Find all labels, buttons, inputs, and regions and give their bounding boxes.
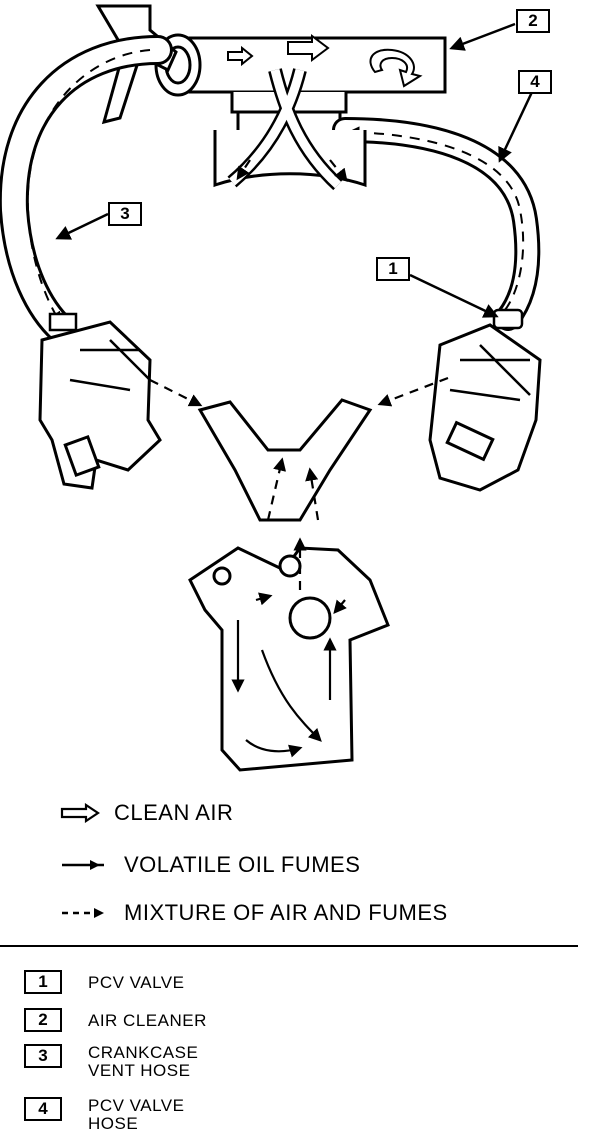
key-item-2: 2 AIR CLEANER: [24, 1008, 207, 1032]
key-item-4: 4 PCV VALVE HOSE: [24, 1097, 184, 1133]
legend-volatile-oil-fumes: VOLATILE OIL FUMES: [60, 852, 360, 878]
callout-2: 2: [516, 9, 550, 33]
intake-manifold: [213, 68, 367, 191]
callout-3: 3: [108, 202, 142, 226]
key-number: 2: [24, 1008, 62, 1032]
crankcase-vent-hose: [0, 35, 173, 345]
key-label: PCV VALVE: [88, 973, 185, 992]
solid-line-arrow-icon: [62, 860, 104, 870]
left-cylinder-head: [38, 320, 162, 490]
key-number: 1: [24, 970, 62, 994]
key-label: CRANKCASE VENT HOSE: [88, 1043, 199, 1080]
right-cylinder-head: [428, 323, 542, 492]
legend-mixture: MIXTURE OF AIR AND FUMES: [60, 900, 448, 926]
callout-1: 1: [376, 257, 410, 281]
callout-leaders: [55, 22, 534, 318]
dashed-line-arrow-icon: [62, 908, 104, 918]
legend-clean-air: CLEAN AIR: [60, 800, 233, 826]
legend-label: VOLATILE OIL FUMES: [124, 852, 361, 877]
key-item-3: 3 CRANKCASE VENT HOSE: [24, 1044, 198, 1080]
callout-4: 4: [518, 70, 552, 94]
mixture-flow-lines: [149, 159, 449, 590]
pcv-system-diagram: [0, 4, 542, 772]
key-label: PCV VALVE HOSE: [88, 1096, 185, 1133]
pcv-valve-hose: [332, 117, 541, 331]
engine-block: [188, 398, 390, 772]
hollow-arrow-icon: [60, 803, 100, 823]
legend-label: MIXTURE OF AIR AND FUMES: [124, 900, 448, 925]
legend-label: CLEAN AIR: [114, 800, 234, 825]
key-item-1: 1 PCV VALVE: [24, 970, 184, 994]
key-label: AIR CLEANER: [88, 1011, 207, 1030]
oil-fume-flow-lines: [231, 592, 347, 758]
key-number: 3: [24, 1044, 62, 1068]
divider: [0, 945, 578, 947]
key-number: 4: [24, 1097, 62, 1121]
